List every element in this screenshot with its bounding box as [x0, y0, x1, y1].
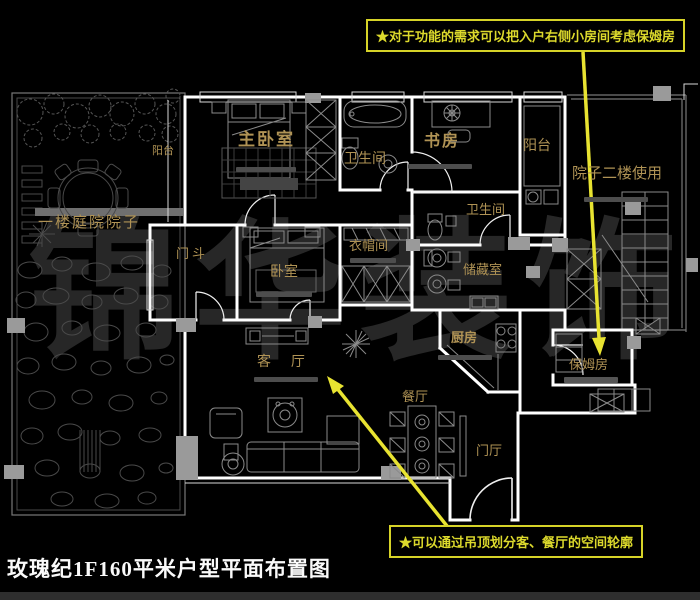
courtyard-garden	[11, 88, 186, 516]
material-note	[438, 355, 492, 360]
room-label-study: 书房	[424, 133, 461, 150]
room-label-living-room: 客 厅	[257, 353, 313, 369]
room-label-bedroom: 卧室	[270, 263, 298, 279]
plan-title: 玫瑰纪1F160平米户型平面布置图	[7, 557, 331, 581]
room-label-balcony-left: 阳台	[152, 145, 174, 157]
material-note	[584, 197, 648, 202]
material-note	[350, 258, 396, 263]
callout-top: ★对于功能的需求可以把入户右侧小房间考虑保姆房	[366, 19, 686, 52]
material-note	[254, 377, 318, 382]
columns	[4, 86, 698, 480]
room-label-nanny-room: 保姆房	[569, 357, 609, 372]
walls	[148, 95, 637, 522]
room-label-dining-room: 餐厅	[402, 389, 429, 404]
room-label-vestibule: 门斗	[176, 246, 209, 261]
room-label-bathroom-top: 卫生间	[344, 150, 386, 166]
furniture	[209, 99, 661, 479]
material-note	[408, 164, 472, 169]
material-note	[236, 167, 296, 172]
material-note	[564, 377, 618, 383]
room-label-yard-second-floor: 院子二楼使用	[572, 165, 663, 182]
corner-mark	[683, 83, 698, 100]
room-label-master-bedroom: 主卧室	[238, 130, 295, 149]
stone-path	[15, 255, 175, 509]
arrow-icon-bottom	[327, 376, 449, 528]
room-label-cloakroom: 衣帽间	[349, 238, 389, 253]
windows	[146, 91, 563, 484]
room-label-courtyard: 一楼庭院院子	[38, 214, 141, 231]
room-label-storage: 储藏室	[463, 262, 503, 277]
room-label-entrance-hall: 门厅	[476, 443, 503, 458]
right-yard	[567, 83, 698, 332]
garden-table	[47, 159, 129, 237]
callout-bottom: ★可以通过吊顶划分客、餐厅的空间轮廓	[389, 525, 644, 558]
room-label-balcony-right: 阳台	[523, 137, 551, 153]
room-label-bathroom-mid: 卫生间	[466, 202, 506, 217]
room-label-kitchen: 厨房	[451, 330, 478, 345]
material-note	[256, 292, 312, 297]
bottom-strip	[0, 592, 700, 600]
stairs-icon	[601, 191, 669, 331]
plant-icon	[29, 221, 55, 247]
arrow-icon-top	[581, 51, 606, 356]
